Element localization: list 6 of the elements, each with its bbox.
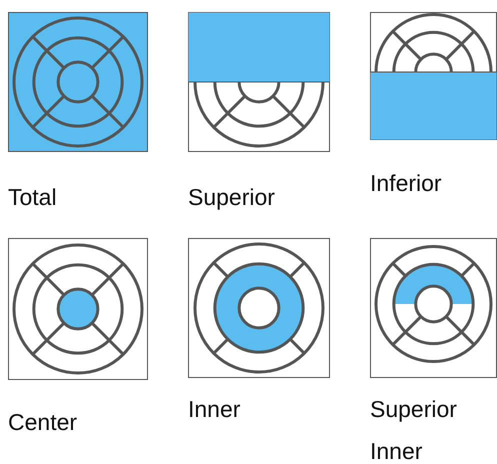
panel-label: Superior	[188, 183, 276, 212]
panel-label: Inner	[188, 395, 242, 424]
panel-label: Inferior	[370, 169, 443, 198]
panel-label: Center	[8, 408, 78, 437]
panel-label: Total	[8, 183, 58, 212]
panel-label: Superior Inner	[370, 395, 458, 464]
